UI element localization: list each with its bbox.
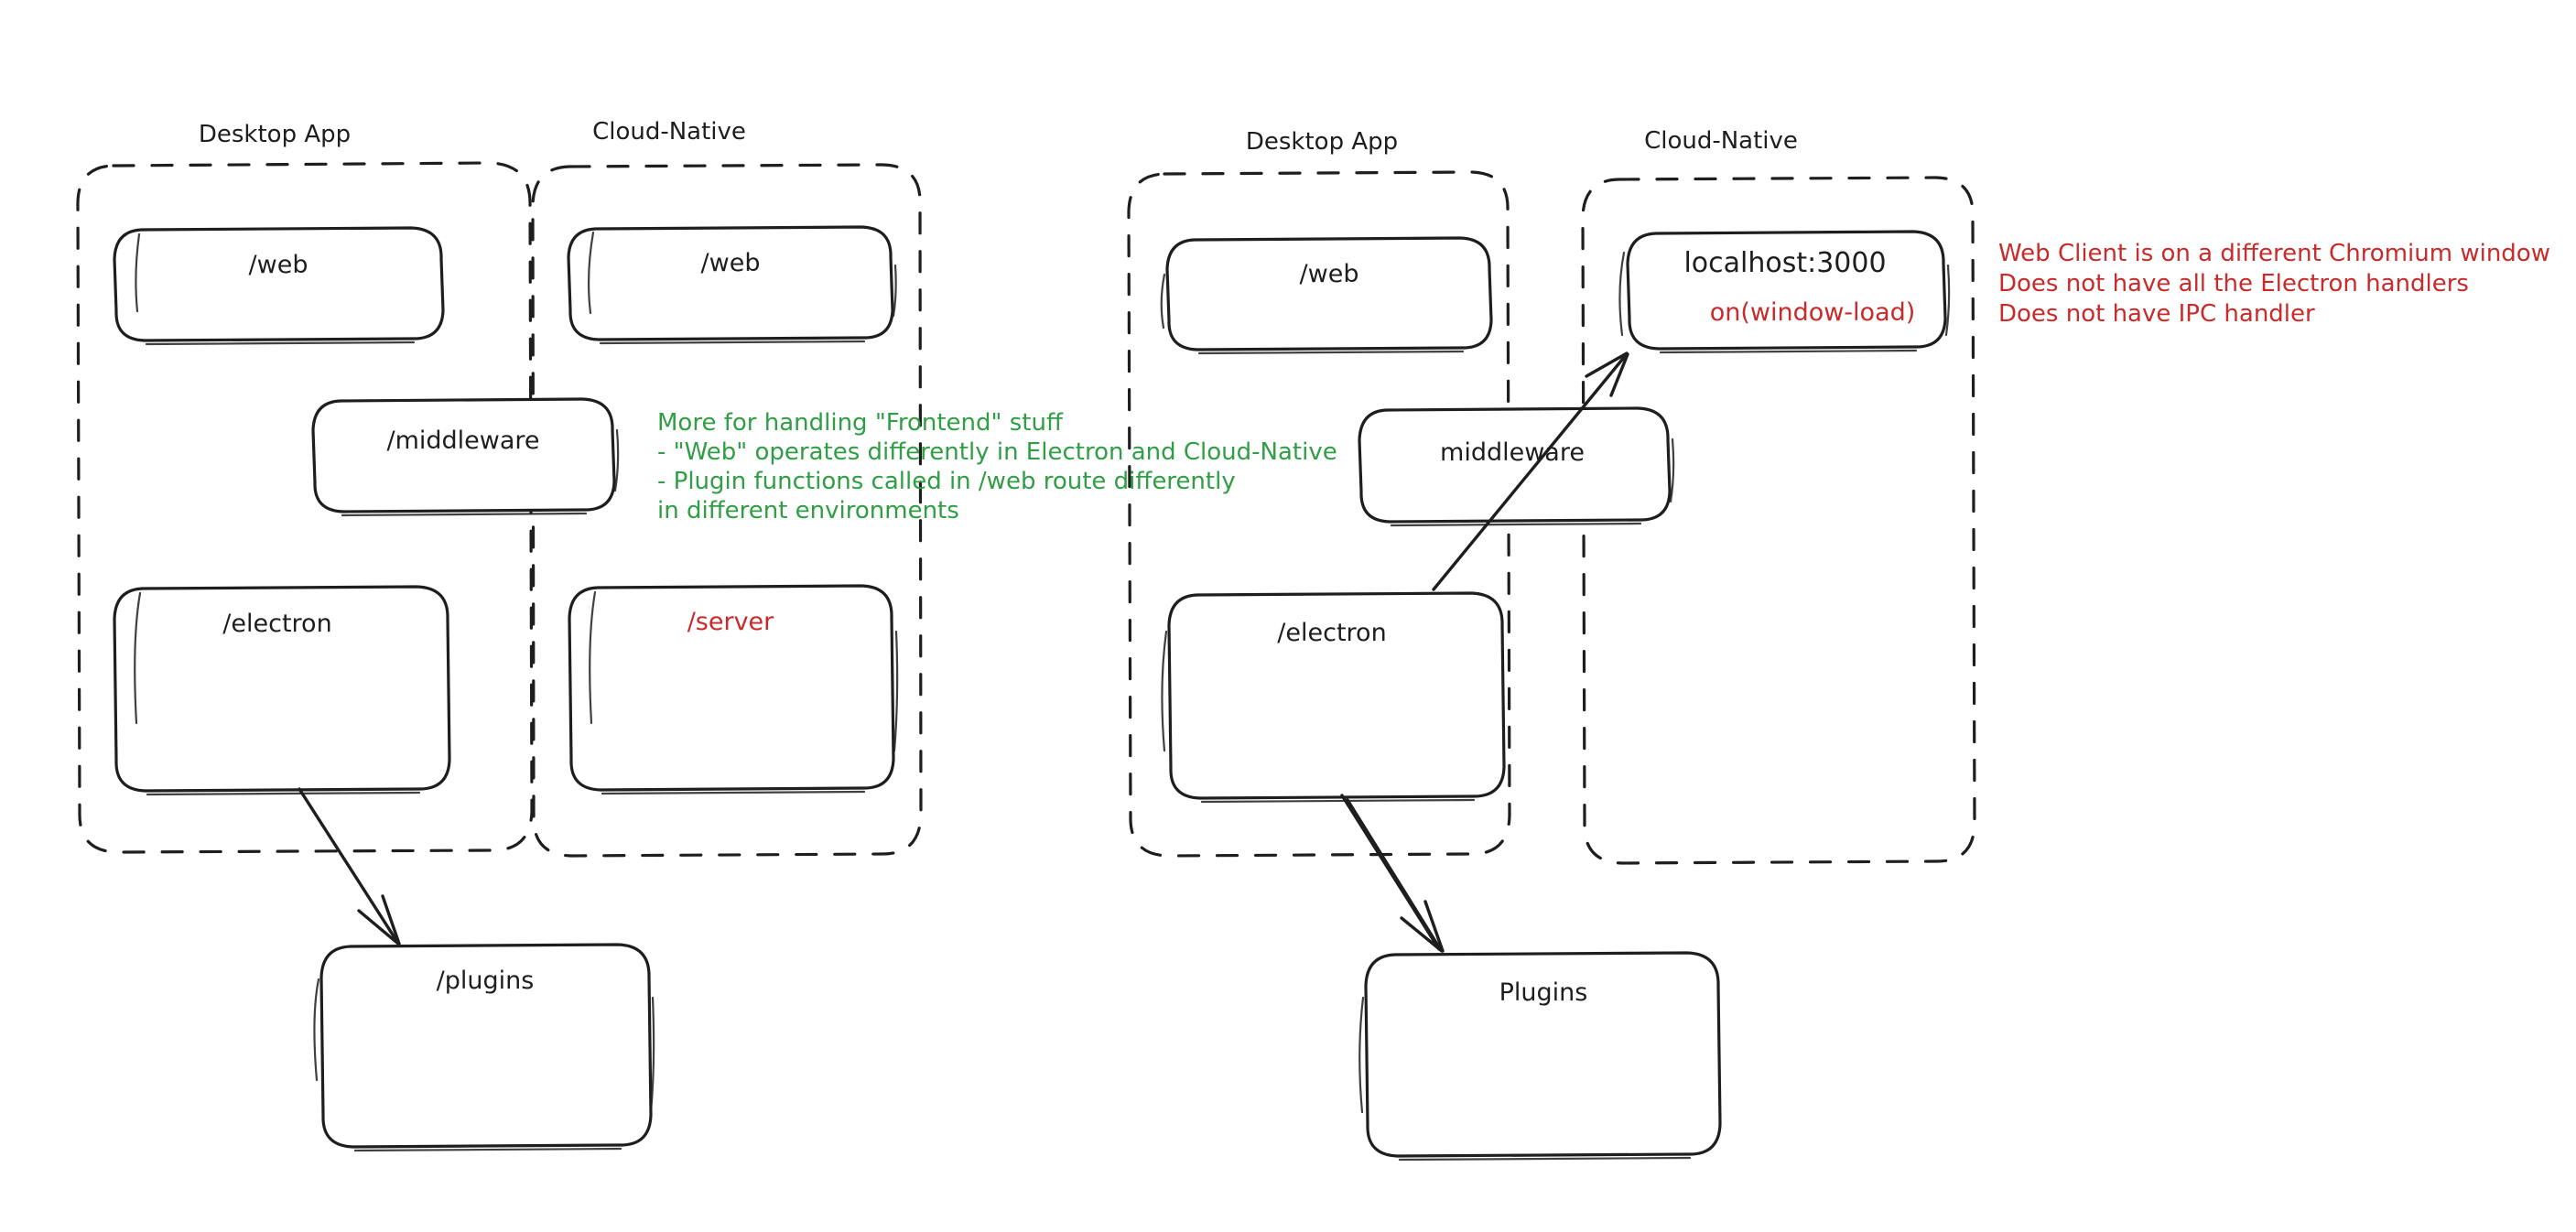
note-red-line-3: Does not have IPC handler [1998, 300, 2315, 328]
box-left-cloud-web[interactable]: /web [567, 225, 897, 345]
box-right-plugins[interactable]: Plugins [1358, 951, 1722, 1162]
box-label-right-electron: /electron [1277, 619, 1386, 647]
arrow-head [1400, 900, 1445, 953]
box-outline [1364, 951, 1722, 1158]
box-outline [311, 397, 616, 513]
box-outline [113, 226, 445, 342]
box-right-electron[interactable]: /electron [1161, 591, 1506, 804]
note-red-line-2: Does not have all the Electron handlers [1998, 270, 2469, 297]
box-outline-sketch [1390, 438, 1675, 527]
box-outline [113, 585, 451, 793]
box-outline [568, 584, 895, 792]
group-right-cloud-native[interactable]: Cloud-Native [1581, 127, 1976, 865]
box-label-right-plugins: Plugins [1499, 978, 1588, 1007]
box-label-right-middleware: middleware [1440, 438, 1585, 467]
dashed-rect-left-desktop [76, 161, 534, 854]
group-left-cloud-native[interactable]: Cloud-Native [531, 118, 923, 858]
box-left-electron[interactable]: /electron [113, 585, 451, 796]
group-label-left-desktop: Desktop App [199, 121, 351, 148]
box-outline-sketch [589, 590, 899, 795]
box-label-left-middleware: /middleware [386, 427, 539, 455]
arrow-left-electron-to-plugins [298, 787, 401, 946]
box-right-desktop-web[interactable]: /web [1160, 236, 1493, 355]
arrow-right-electron-to-plugins [1340, 794, 1445, 953]
box-left-desktop-web[interactable]: /web [113, 226, 445, 346]
note-green-line-3: - Plugin functions called in /web route … [657, 468, 1236, 495]
box-label-left-desktop-web: /web [249, 251, 308, 279]
dashed-rect-left-cloud [531, 163, 923, 858]
box-label-right-localhost: localhost:3000 [1683, 247, 1886, 279]
box-right-middleware[interactable]: middleware [1358, 406, 1675, 527]
box-sublabel-right-localhost: on(window-load) [1710, 298, 1916, 327]
note-red-line-1: Web Client is on a different Chromium wi… [1998, 240, 2550, 267]
box-outline [1358, 406, 1672, 524]
box-outline-sketch [1160, 273, 1465, 355]
note-green-line-1: More for handling "Frontend" stuff [657, 409, 1064, 437]
box-left-plugins[interactable]: /plugins [313, 943, 655, 1152]
dashed-rect-right-desktop [1127, 170, 1511, 858]
box-outline [1626, 230, 1947, 351]
box-outline-sketch [135, 232, 416, 346]
arrow-right-electron-to-localhost [1432, 351, 1629, 591]
group-right-desktop-app[interactable]: Desktop App [1127, 128, 1511, 858]
box-outline-sketch [134, 591, 421, 796]
arrow-shaft-2 [1346, 798, 1443, 952]
box-outline [1165, 236, 1493, 351]
note-green-line-2: - "Web" operates differently in Electron… [657, 438, 1337, 466]
box-left-server[interactable]: /server [568, 584, 899, 795]
box-outline-sketch [1161, 630, 1476, 804]
group-left-desktop-app[interactable]: Desktop App [76, 121, 534, 854]
arrow-shaft [1432, 353, 1628, 591]
box-outline-sketch [587, 231, 897, 345]
box-outline [1167, 591, 1506, 800]
box-outline-sketch [1358, 996, 1692, 1162]
arrow-head [357, 894, 401, 946]
note-green-left: More for handling "Frontend" stuff - "We… [657, 409, 1337, 524]
box-label-left-plugins: /plugins [437, 967, 535, 995]
box-right-localhost[interactable]: localhost:3000 on(window-load) [1618, 230, 1951, 354]
box-outline [567, 225, 894, 341]
arrow-head [1585, 351, 1629, 397]
group-label-right-desktop: Desktop App [1246, 128, 1398, 156]
box-left-middleware[interactable]: /middleware [311, 397, 620, 517]
box-outline-sketch [341, 428, 620, 517]
box-outline [319, 943, 653, 1149]
box-label-right-desktop-web: /web [1300, 260, 1359, 288]
arrow-shaft [298, 787, 399, 944]
box-label-left-electron: /electron [222, 610, 331, 638]
group-label-right-cloud: Cloud-Native [1644, 127, 1798, 155]
group-label-left-cloud: Cloud-Native [592, 118, 746, 146]
box-outline-sketch [313, 978, 655, 1152]
dashed-rect-right-cloud [1581, 176, 1976, 865]
box-label-left-cloud-web: /web [701, 249, 761, 277]
box-label-left-server: /server [687, 608, 774, 636]
note-red-right: Web Client is on a different Chromium wi… [1998, 240, 2550, 328]
note-green-line-4: in different environments [657, 497, 959, 524]
box-outline-sketch [1618, 251, 1951, 354]
